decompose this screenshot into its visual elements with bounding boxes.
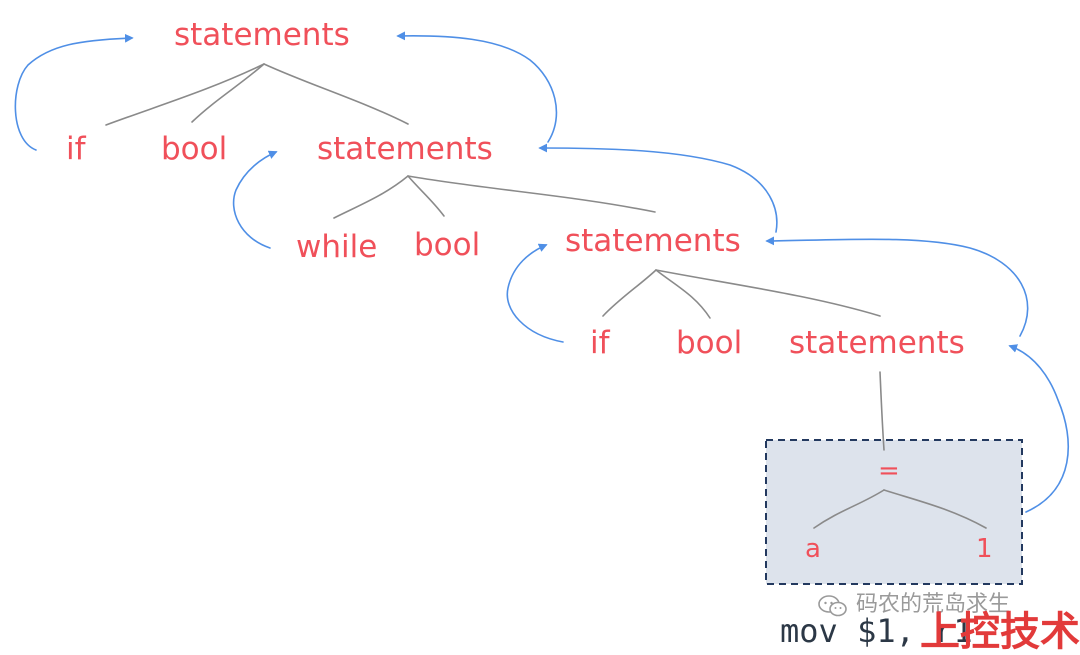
statements-node-level3: statements (565, 223, 741, 259)
edge-l3-bool (655, 269, 711, 319)
edge-l2-while (333, 175, 409, 219)
arrow-assign-to-statements4 (1008, 344, 1070, 513)
arrow-if-to-statements3 (506, 243, 564, 343)
bool-node-level3: bool (676, 325, 743, 361)
arrow-statements4-to-statements3 (765, 236, 1029, 337)
tree-edges (105, 63, 987, 529)
arrow-statements3-to-statements2 (538, 143, 778, 233)
assign-right-node: 1 (976, 534, 993, 564)
while-node-level2: while (296, 229, 378, 265)
watermark-brand: 上控技术 (920, 609, 1080, 655)
statements-node-level4: statements (789, 325, 965, 361)
assign-operator-node: = (878, 456, 900, 486)
edge-l1-bool (191, 63, 265, 123)
arrow-while-to-statements2 (232, 150, 278, 249)
arrows (14, 31, 1070, 513)
edge-assign-a (813, 489, 885, 529)
watermark-caption: 码农的荒岛求生 (856, 592, 1011, 617)
assembly-instruction: mov $1, r1 (780, 612, 973, 650)
bool-node-level1: bool (161, 131, 228, 167)
assign-left-node: a (805, 534, 821, 564)
edge-l2-statements (407, 175, 656, 213)
edge-l3-statements (655, 269, 881, 317)
edge-l1-if (105, 63, 265, 126)
if-node-level1: if (66, 131, 86, 167)
edge-assign-1 (883, 489, 987, 529)
edge-l2-bool (407, 175, 445, 217)
arrow-statements2-to-statements1 (396, 31, 558, 143)
edge-l1-statements (263, 63, 409, 125)
assignment-highlight-box (765, 439, 1023, 585)
edge-l4-assign (879, 371, 885, 451)
statements-node-level1: statements (174, 17, 350, 53)
edge-l3-if (602, 269, 657, 317)
bool-node-level2: bool (414, 227, 481, 263)
arrow-if-to-statements-1 (14, 33, 134, 151)
wechat-icon (818, 595, 847, 617)
statements-node-level2: statements (317, 131, 493, 167)
if-node-level3: if (590, 325, 610, 361)
